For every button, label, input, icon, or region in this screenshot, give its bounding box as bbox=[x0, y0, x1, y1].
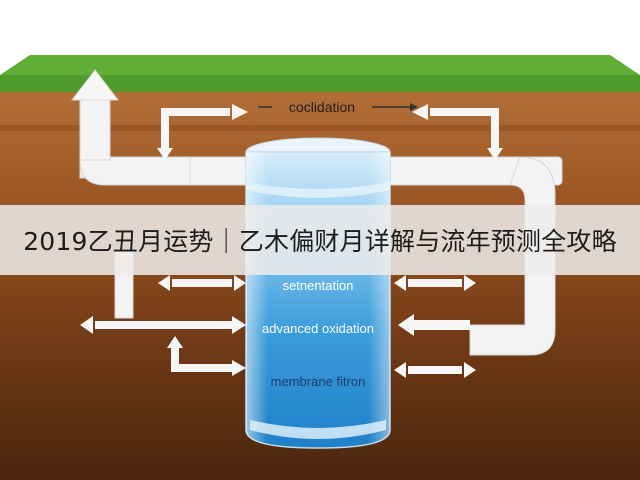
title-banner: 2019乙丑月运势｜乙木偏财月详解与流年预测全攻略 bbox=[0, 205, 640, 275]
banner-title[interactable]: 2019乙丑月运势｜乙木偏财月详解与流年预测全攻略 bbox=[23, 227, 617, 256]
label-arrow-tip bbox=[410, 103, 418, 111]
left-arrows bbox=[80, 275, 246, 376]
top-left-arrowhead bbox=[232, 104, 248, 120]
grass-edge bbox=[0, 75, 640, 95]
soil-stratum-line bbox=[0, 125, 640, 131]
top-right-loop bbox=[430, 108, 499, 150]
right-arrows bbox=[394, 275, 476, 378]
up-arrow bbox=[70, 69, 120, 101]
coagulation-label: coclidation bbox=[289, 99, 355, 115]
tank-band bbox=[246, 182, 390, 198]
top-right-arrowhead bbox=[412, 104, 428, 120]
left-elbow-pipe bbox=[79, 156, 191, 186]
stage-label-sedimentation: setnentation bbox=[283, 278, 354, 293]
tank-base-ring bbox=[250, 420, 386, 439]
top-left-down-arrowhead bbox=[157, 148, 173, 160]
top-right-down-arrowhead bbox=[487, 148, 503, 160]
top-left-loop bbox=[161, 108, 230, 150]
stage-label-oxidation: advanced oxidation bbox=[262, 321, 374, 336]
stage-label-membrane: membrane fitron bbox=[271, 374, 366, 389]
